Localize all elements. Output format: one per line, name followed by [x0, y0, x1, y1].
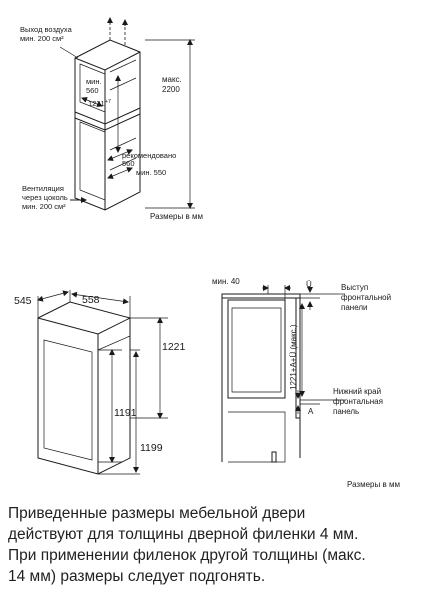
height-1221-label: 1221+7: [88, 99, 111, 108]
width-558-label: 558: [82, 294, 100, 306]
front-overhang-label-line-3: панели: [341, 303, 368, 312]
cabinet-niche-drawing: [59, 17, 195, 211]
top-units-label: Размеры в мм: [150, 212, 203, 221]
dimension-note-line-1: Приведенные размеры мебельной двери: [8, 505, 306, 522]
air-outlet-label-line-1: Выход воздуха: [20, 25, 73, 34]
side-section-drawing: [221, 285, 345, 463]
appliance-drawing: [37, 290, 168, 475]
bottom-units-label: Размеры в мм: [347, 480, 400, 489]
min-560-label-line-1: мин.: [86, 77, 102, 86]
height-1199-label: 1199: [140, 442, 163, 454]
ventilation-label-line-2: через цоколь: [22, 193, 68, 202]
front-overhang-label-line-2: фронтальной: [341, 293, 391, 302]
vertical-dim-label: 1221+A+Ü (макс.): [289, 324, 298, 390]
width-545-label: 545: [14, 295, 32, 307]
dimension-note-line-2: действуют для толщины дверной филенки 4 …: [8, 526, 359, 543]
marker-a-label: A: [308, 407, 314, 416]
lower-edge-label-line-3: панель: [333, 407, 359, 416]
ventilation-label-line-1: Вентиляция: [22, 184, 64, 193]
marker-u-label: Ü: [306, 280, 312, 289]
air-outlet-label-line-2: мин. 200 см²: [20, 34, 64, 43]
dimension-note-line-3: При применении филенок другой толщины (м…: [8, 547, 366, 564]
dimension-note-line-4: 14 мм) размеры следует подгонять.: [8, 568, 266, 585]
max-2200-label-line-2: 2200: [162, 85, 180, 94]
height-1221-tolerance: +7: [105, 99, 111, 105]
recommended-label-line-2: 560: [122, 159, 135, 168]
height-1191-label: 1191: [114, 407, 137, 419]
front-overhang-label-line-1: Выступ: [341, 283, 368, 292]
ventilation-label-line-3: мин. 200 см²: [22, 202, 66, 211]
recommended-label-line-1: рекомендовано: [122, 151, 176, 160]
dimension-note: Приведенные размеры мебельной двери дейс…: [8, 503, 428, 587]
min-560-label-line-2: 560: [86, 86, 99, 95]
lower-edge-label-line-1: Нижний край: [333, 387, 381, 396]
max-2200-label-line-1: макс.: [162, 75, 182, 84]
min-550-label: мин. 550: [136, 168, 166, 177]
height-1221-bottom-label: 1221: [162, 341, 186, 353]
min-40-label: мин. 40: [212, 277, 240, 286]
height-1221-value: 1221: [88, 99, 105, 108]
lower-edge-label-line-2: фронтальная: [333, 397, 383, 406]
